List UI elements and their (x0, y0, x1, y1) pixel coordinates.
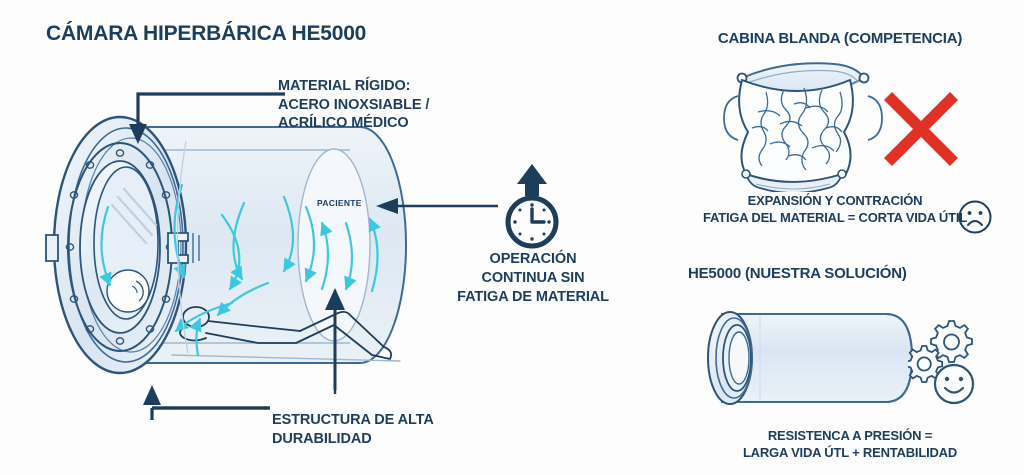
structure-line-2: DURABILIDAD (272, 430, 372, 447)
red-cross-icon (884, 92, 958, 166)
material-line-3: ACRÍLICO MÉDICO (278, 115, 409, 132)
clock-icon (505, 164, 559, 249)
page-title: CÁMARA HIPERBÁRICA HE5000 (46, 22, 367, 45)
operation-line-1: OPERACIÓN (489, 251, 577, 267)
soft-cabin-illustration (723, 62, 883, 192)
soft-cabin-caption-line-1: EXPANSIÓN Y CONTRACIÓN (747, 193, 923, 208)
patient-label: PACIENTE (317, 198, 362, 208)
soft-cabin-title: CABINA BLANDA (COMPETENCIA) (717, 30, 963, 47)
structure-callout-leader-line (143, 290, 337, 420)
material-line-1: MATERIAL RÍGIDO: (278, 78, 411, 94)
he5000-caption-line-1: RESISTENCA A PRESIÓN = (767, 428, 933, 443)
hyperbaric-chamber-illustration (45, 115, 407, 375)
sad-face-icon (958, 200, 992, 234)
patient-pointer-arrow (325, 288, 345, 390)
operation-line-3: FATIGA DE MATERIAL (457, 288, 609, 305)
gears-icon (908, 320, 973, 383)
he5000-caption-line-2: LARGA VIDA ÚTL + RENTABILIDAD (742, 444, 958, 460)
operation-callout-leader-line (376, 198, 498, 214)
material-callout-leader-line (129, 92, 285, 144)
operation-line-2: CONTINUA SIN (481, 269, 585, 286)
smiley-face-icon (933, 363, 975, 405)
he5000-caption: RESISTENCA A PRESIÓN = LARGA VIDA ÚTL + … (700, 428, 1000, 462)
he5000-title: HE5000 (NUESTRA SOLUCIÓN) (688, 265, 907, 282)
structure-line-1: ESTRUCTURA DE ALTA (272, 412, 434, 428)
material-callout-text: MATERIAL RÍGIDO: ACERO INOXSIABLE / ACRÍ… (278, 77, 429, 133)
operation-callout-text: OPERACIÓN CONTINUA SIN FATIGA DE MATERIA… (443, 250, 623, 307)
soft-cabin-caption: EXPANSIÓN Y CONTRACIÓN FATIGA DEL MATERI… (665, 193, 1005, 227)
soft-cabin-caption-line-2: FATIGA DEL MATERIAL = CORTA VIDA ÚTIL (702, 209, 968, 225)
he5000-cylinder-illustration (707, 311, 914, 405)
material-line-2: ACERO INOXSIABLE / (278, 96, 430, 113)
structure-callout-text: ESTRUCTURA DE ALTA DURABILIDAD (272, 411, 434, 448)
